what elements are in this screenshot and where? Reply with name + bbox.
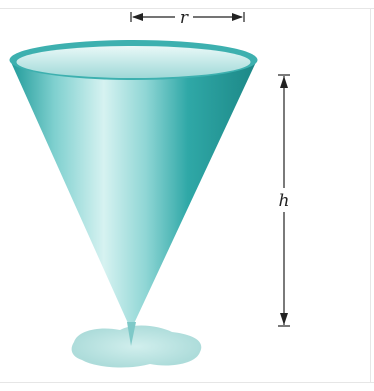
- cone-tip: [127, 322, 136, 346]
- radius-dimension: [130, 12, 245, 22]
- cone-shadow: [71, 325, 202, 368]
- panel-right-border: [370, 8, 371, 383]
- cone-rim-opening: [16, 46, 251, 78]
- radius-label: r: [180, 8, 189, 28]
- panel-bottom-border: [0, 382, 374, 383]
- panel-top-border: [0, 8, 374, 9]
- cone-body: [10, 60, 257, 330]
- height-dimension: [278, 74, 290, 327]
- height-label: h: [279, 191, 290, 211]
